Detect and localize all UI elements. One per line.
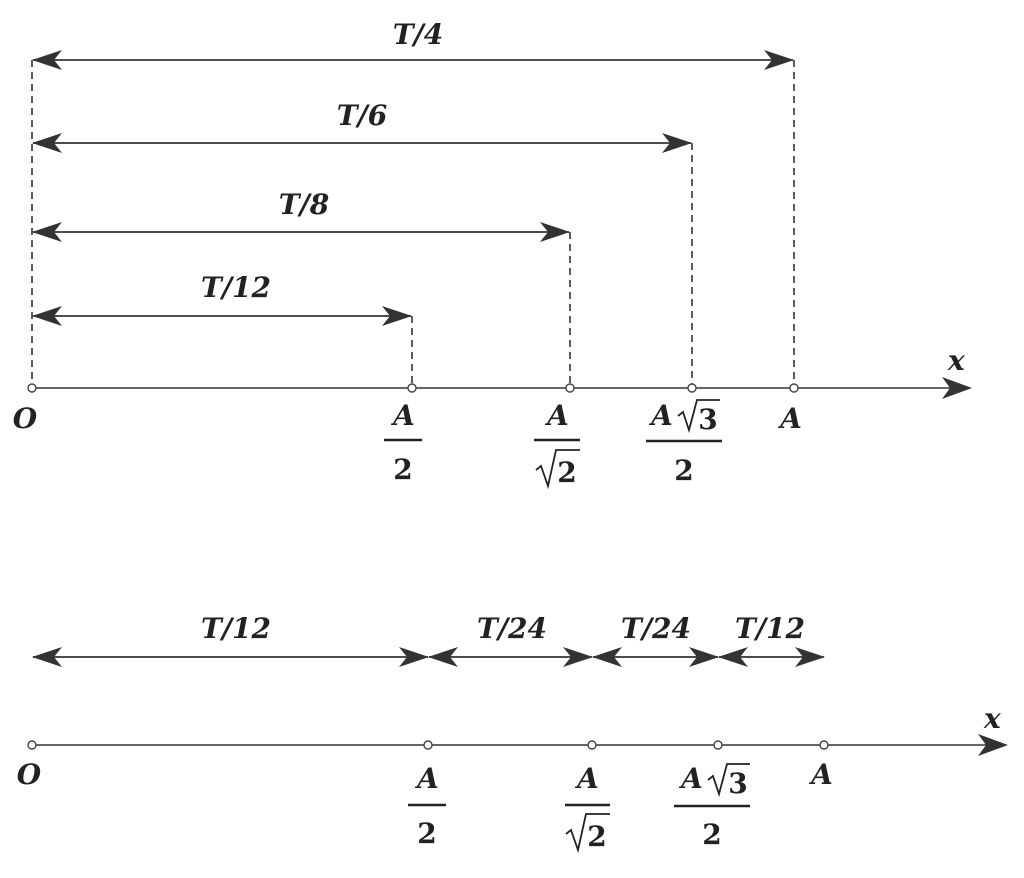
bottom-root3-tick bbox=[713, 740, 723, 750]
top-root2-radicand: 2 bbox=[557, 456, 576, 489]
bottom-origin-label: O bbox=[17, 758, 42, 791]
top-interval-t4-label: T/4 bbox=[393, 18, 444, 51]
top-root3-tick bbox=[687, 383, 697, 393]
top-root2-radical-sign bbox=[535, 449, 580, 490]
bottom-root2-tick bbox=[587, 740, 597, 750]
top-interval-t12-label: T/12 bbox=[201, 271, 271, 304]
bottom-root3-numerator: A bbox=[678, 762, 703, 795]
bottom-root3-denominator: 2 bbox=[702, 818, 721, 851]
top-half-denominator: 2 bbox=[393, 453, 412, 486]
bottom-root2-radical-sign bbox=[565, 813, 610, 854]
bottom-diagram: T/12 T/24 T/24 T/12 x O A 2 A 2 A 3 2 bbox=[17, 612, 1008, 854]
top-root3-radical-sign bbox=[677, 399, 720, 434]
bottom-root2-numerator: A bbox=[574, 762, 599, 795]
top-diagram: x T/4 T/6 T/8 T/12 O A 2 A 2 A bbox=[13, 18, 972, 490]
top-origin-label: O bbox=[13, 402, 38, 435]
bottom-axis-arrowhead bbox=[978, 734, 1008, 756]
bottom-full-tick bbox=[819, 740, 829, 750]
bottom-root3-radicand: 3 bbox=[728, 767, 747, 800]
top-root3-numerator: A bbox=[648, 399, 673, 432]
top-origin-tick bbox=[27, 383, 37, 393]
bottom-root2-radicand: 2 bbox=[587, 820, 606, 853]
top-half-tick bbox=[407, 383, 417, 393]
top-half-numerator: A bbox=[390, 399, 415, 432]
top-axis-arrowhead bbox=[942, 377, 972, 399]
top-root3-denominator: 2 bbox=[674, 454, 693, 487]
bottom-full-label: A bbox=[808, 758, 833, 791]
top-axis-label: x bbox=[947, 344, 965, 377]
bottom-segment-2-label: T/24 bbox=[477, 612, 547, 645]
bottom-axis-label: x bbox=[983, 702, 1001, 735]
top-interval-t8-label: T/8 bbox=[279, 188, 330, 221]
bottom-half-denominator: 2 bbox=[417, 817, 436, 850]
bottom-segment-4-label: T/12 bbox=[735, 612, 805, 645]
bottom-segment-3-label: T/24 bbox=[621, 612, 691, 645]
top-root2-tick bbox=[565, 383, 575, 393]
top-full-label: A bbox=[777, 402, 802, 435]
top-root2-numerator: A bbox=[544, 399, 569, 432]
bottom-segment-1-label: T/12 bbox=[201, 612, 271, 645]
top-interval-t6-label: T/6 bbox=[337, 99, 388, 132]
bottom-half-tick bbox=[423, 740, 433, 750]
top-full-tick bbox=[789, 383, 799, 393]
bottom-root3-radical-sign bbox=[707, 763, 750, 798]
top-root3-radicand: 3 bbox=[698, 403, 717, 436]
bottom-origin-tick bbox=[27, 740, 37, 750]
bottom-half-numerator: A bbox=[414, 762, 439, 795]
